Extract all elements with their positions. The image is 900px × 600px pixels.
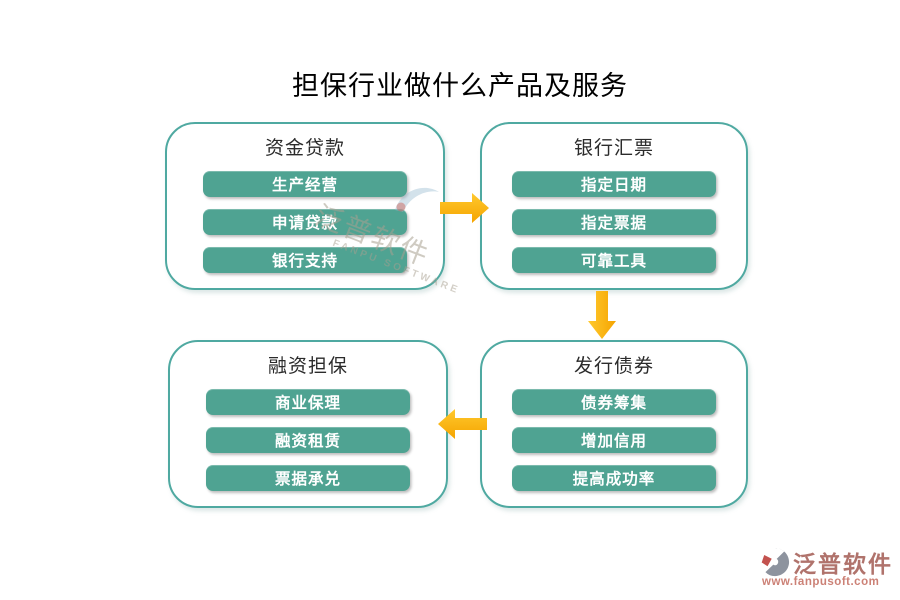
flow-item: 可靠工具 bbox=[512, 247, 716, 273]
arrow-right-icon bbox=[440, 193, 489, 223]
box-header: 银行汇票 bbox=[573, 138, 654, 159]
flow-item: 生产经营 bbox=[203, 171, 407, 197]
flow-item: 提高成功率 bbox=[512, 465, 716, 491]
flow-item: 指定日期 bbox=[512, 171, 716, 197]
footer-url: www.fanpusoft.com bbox=[762, 576, 880, 588]
box-bank-drafts: 银行汇票 指定日期 指定票据 可靠工具 bbox=[480, 122, 748, 290]
box-header: 资金贷款 bbox=[264, 138, 345, 159]
box-funding-loans: 资金贷款 生产经营 申请贷款 银行支持 bbox=[165, 122, 445, 290]
flow-item: 银行支持 bbox=[203, 247, 407, 273]
flow-item: 融资租赁 bbox=[206, 427, 410, 453]
arrow-left-icon bbox=[438, 409, 487, 439]
footer-logo: 泛普软件 www.fanpusoft.com bbox=[760, 545, 900, 588]
flow-item: 指定票据 bbox=[512, 209, 716, 235]
flow-item: 增加信用 bbox=[512, 427, 716, 453]
fanpu-logo-icon bbox=[761, 547, 790, 577]
flow-item: 票据承兑 bbox=[206, 465, 410, 491]
flow-item: 商业保理 bbox=[206, 389, 410, 415]
box-header: 融资担保 bbox=[267, 356, 348, 377]
flow-item: 申请贷款 bbox=[203, 209, 407, 235]
box-bond-issuance: 发行债券 债券筹集 增加信用 提高成功率 bbox=[480, 340, 748, 508]
page-title: 担保行业做什么产品及服务 bbox=[292, 71, 628, 101]
arrow-down-icon bbox=[588, 291, 616, 339]
box-financing-guarantee: 融资担保 商业保理 融资租赁 票据承兑 bbox=[168, 340, 448, 508]
flow-item: 债券筹集 bbox=[512, 389, 716, 415]
footer-brand: 泛普软件 bbox=[793, 552, 893, 577]
box-header: 发行债券 bbox=[573, 356, 654, 377]
